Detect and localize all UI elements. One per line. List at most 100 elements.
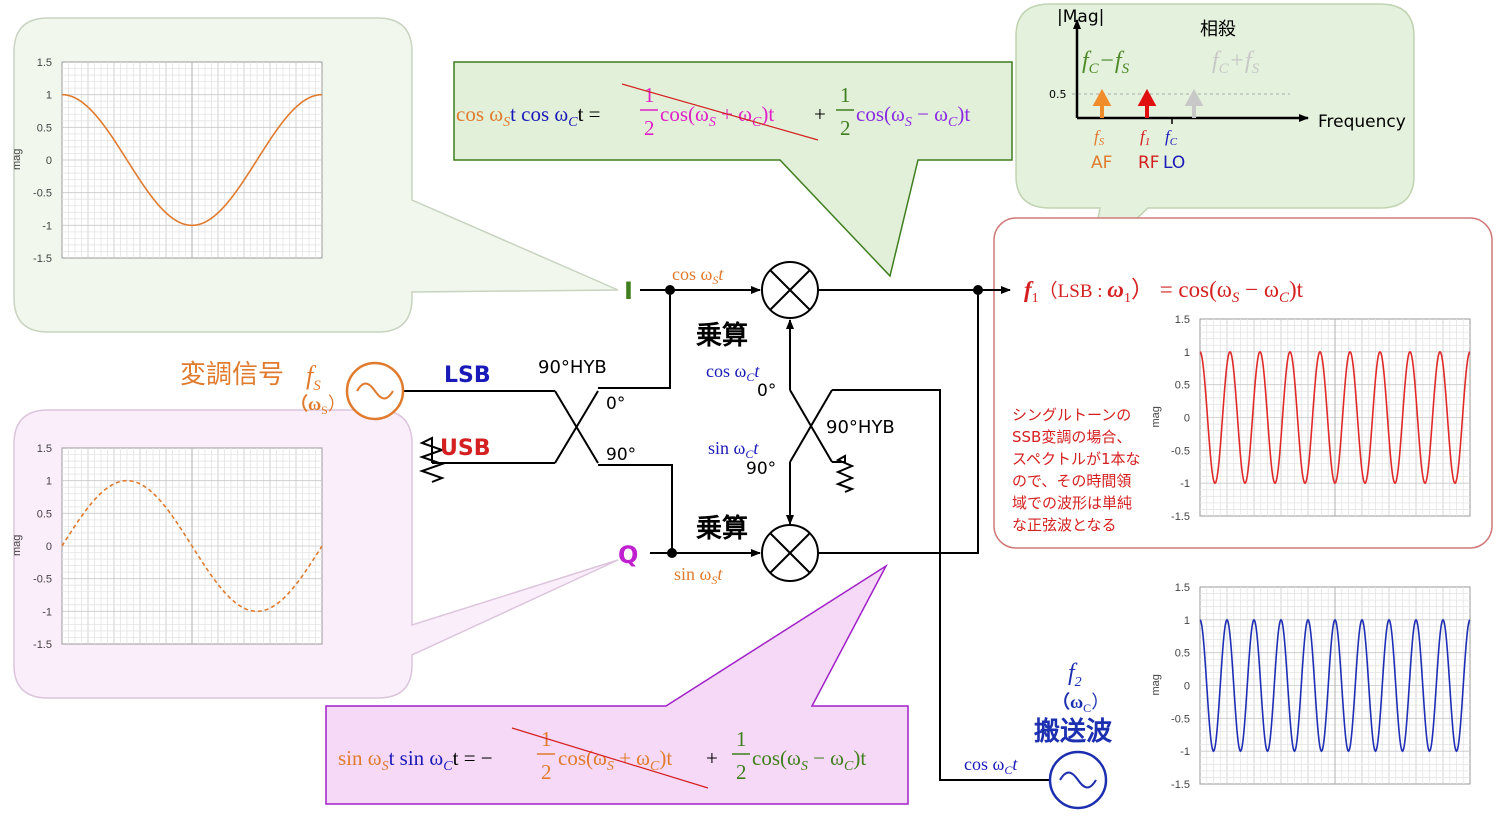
svg-text:シングルトーンの: シングルトーンの xyxy=(1012,406,1131,424)
waveform-series xyxy=(61,479,323,613)
waveform-series xyxy=(62,93,322,227)
y-tick-label: -1.5 xyxy=(1171,511,1190,523)
svg-text:2: 2 xyxy=(736,760,747,784)
svg-text:SSB変調の場合、: SSB変調の場合、 xyxy=(1012,428,1131,446)
svg-text:2: 2 xyxy=(840,116,851,140)
y-tick-label: -1.5 xyxy=(33,639,52,651)
svg-text:+: + xyxy=(814,102,826,126)
left-90deg-label: 90° xyxy=(606,445,636,465)
hyb-termination-icon xyxy=(832,454,855,493)
y-tick-label: -0.5 xyxy=(1171,445,1190,457)
svg-text:ので、その時間領: ので、その時間領 xyxy=(1012,472,1131,490)
top-equation: cos ωSt cos ωCt = 1 2 cos(ωS + ωC)t + 1 … xyxy=(456,83,970,141)
af-label: AF xyxy=(1091,153,1112,173)
svg-text:cos(ωS − ωC)t: cos(ωS − ωC)t xyxy=(856,102,970,130)
rf-arrow-icon xyxy=(1137,88,1157,118)
y-tick-label: -1.5 xyxy=(1171,779,1190,791)
y-tick-label: 1.5 xyxy=(1175,582,1190,594)
i-signal-label: cos ωSt xyxy=(672,264,724,287)
bottom-equation: sin ωSt sin ωCt = − 1 2 cos(ωS + ωC)t + … xyxy=(338,727,866,789)
y-axis-label: mag xyxy=(1150,674,1162,695)
junction-dot xyxy=(667,548,677,558)
tick-fs: fS xyxy=(1094,127,1105,148)
spectrum-ylabel: |Mag| xyxy=(1057,7,1104,27)
svg-text:2: 2 xyxy=(541,760,552,784)
y-tick-label: 1 xyxy=(46,90,52,102)
left-hybrid-label: 90°HYB xyxy=(538,357,607,378)
multiply-top-label: 乗算 xyxy=(696,320,748,351)
y-tick-label: -1 xyxy=(42,220,52,232)
lsb-label: LSB xyxy=(444,363,491,388)
y-tick-label: 1 xyxy=(46,476,52,488)
y-tick-label: 0 xyxy=(46,541,52,553)
svg-text:sin ωSt sin ωCt = −: sin ωSt sin ωCt = − xyxy=(338,746,493,774)
spectrum-xlabel: Frequency xyxy=(1318,112,1406,132)
y-tick-label: 1.5 xyxy=(37,443,52,455)
q-port-label: Q xyxy=(618,541,638,569)
multiply-bottom-label: 乗算 xyxy=(696,513,748,544)
y-tick-label: -1 xyxy=(1180,478,1190,490)
left-0deg-label: 0° xyxy=(606,394,625,414)
y-axis-label: mag xyxy=(11,535,23,556)
right-0deg-label: 0° xyxy=(757,381,776,401)
y-tick-label: 1 xyxy=(1184,615,1190,627)
i-port-label: I xyxy=(624,277,633,305)
q-signal-label: sin ωSt xyxy=(674,564,723,587)
y-tick-label: 0.5 xyxy=(37,122,52,134)
y-tick-label: -1.5 xyxy=(33,253,52,265)
bottom-equation-callout xyxy=(325,563,909,805)
y-tick-label: 0 xyxy=(46,155,52,167)
usb-label: USB xyxy=(440,436,490,461)
y-axis-label: mag xyxy=(1150,406,1162,427)
bottom-mixer-icon xyxy=(761,524,819,582)
lo-label: LO xyxy=(1163,153,1185,173)
y-tick-label: -0.5 xyxy=(33,188,52,200)
y-tick-label: 0 xyxy=(1184,681,1190,693)
y-tick-label: -1 xyxy=(42,606,52,618)
y-tick-label: 0.5 xyxy=(1175,380,1190,392)
waveform-series xyxy=(1199,618,1471,753)
y-tick-label: -0.5 xyxy=(33,574,52,586)
y-tick-label: 1 xyxy=(1184,347,1190,359)
svg-text:1: 1 xyxy=(644,83,655,107)
carrier-signal-label: cos ωCt xyxy=(964,754,1018,777)
y-axis-label: mag xyxy=(11,149,23,170)
cancelled-arrow-icon xyxy=(1184,88,1204,118)
spectrum-plot: |Mag| Frequency 0.5 相殺 fC−fS fC+fS fS f1… xyxy=(1049,7,1406,173)
svg-text:域での波形は単純: 域での波形は単純 xyxy=(1012,494,1132,512)
circuit-wires xyxy=(402,286,1050,781)
carrier-freq-label: f2 xyxy=(1068,660,1082,690)
rf-label: RF xyxy=(1138,153,1160,173)
y-tick-label: -0.5 xyxy=(1171,713,1190,725)
tick-f1: f1 xyxy=(1140,127,1150,148)
output-equation: f1（LSB : ω1） = cos(ωS − ωC)t xyxy=(1024,277,1304,306)
svg-text:1: 1 xyxy=(736,727,747,751)
carrier-omega-label: （ωC） xyxy=(1052,692,1109,715)
svg-text:cos ωSt cos ωCt =: cos ωSt cos ωCt = xyxy=(456,102,601,130)
spectrum-level: 0.5 xyxy=(1049,88,1067,101)
top-equation-callout xyxy=(453,61,1013,278)
sum-freq-label: fC+fS xyxy=(1212,48,1260,77)
y-tick-label: 1.5 xyxy=(1175,314,1190,326)
right-90deg-label: 90° xyxy=(746,459,776,479)
svg-text:+: + xyxy=(706,746,718,770)
junction-dot xyxy=(665,285,675,295)
explanation-note: シングルトーンの SSB変調の場合、 スペクトルが1本な ので、その時間領 域で… xyxy=(1012,406,1141,534)
tick-fc: fC xyxy=(1165,127,1178,148)
cancel-strike xyxy=(511,727,709,789)
carrier-source-icon xyxy=(1048,750,1108,810)
top-mixer-icon xyxy=(761,261,819,319)
svg-text:な正弦波となる: な正弦波となる xyxy=(1012,516,1117,534)
y-tick-label: 1.5 xyxy=(37,57,52,69)
svg-text:1: 1 xyxy=(840,83,851,107)
y-tick-label: 0.5 xyxy=(1175,648,1190,660)
svg-text:スペクトルが1本な: スペクトルが1本な xyxy=(1012,450,1141,468)
lo-cos-label: cos ωCt xyxy=(706,361,760,384)
y-tick-label: 0 xyxy=(1184,413,1190,425)
modulation-signal-label: 変調信号 xyxy=(180,360,284,390)
modulation-freq-label: fS xyxy=(306,361,321,394)
cancel-strike xyxy=(621,83,819,141)
